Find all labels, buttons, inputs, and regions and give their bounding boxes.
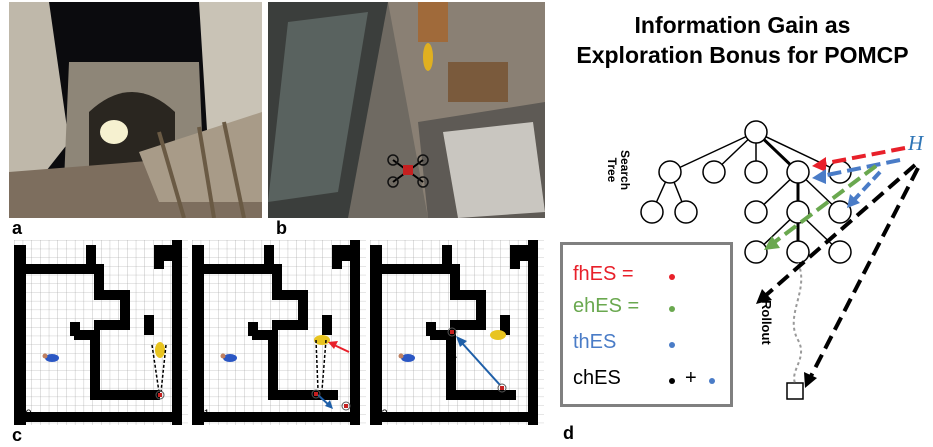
legend-label-chES: chES [573,367,621,389]
person-icon [220,353,237,362]
legend-label-thES: thES [573,331,617,353]
search-tree-label-line2: Tree [605,157,619,183]
rollout-path [792,262,803,384]
grid-world-frames [14,240,544,425]
grid-frame-t0 [14,240,188,425]
rollout-arrow-1 [763,163,917,298]
legend-item-thES: thES [573,331,616,354]
tree-node [786,200,810,224]
grid-frame-t1 [192,240,366,425]
target-person-icon [490,330,506,340]
legend-label-ehES: ehES = [573,295,640,317]
panel-label-c: c [12,425,23,445]
thES-arrow-2 [847,170,882,208]
entropy-label: H [908,131,924,155]
drone-icon [447,327,457,337]
photo-indoor-drone [268,2,545,218]
legend-item-ehES: ehES = [573,295,639,318]
legend-dot-blue [669,342,675,348]
grid-frame-t2 [370,240,544,425]
legend-label-fhES: fhES = [573,263,634,285]
search-tree-diagram [560,100,930,420]
rollout-label: Rollout [759,300,774,345]
legend-item-fhES: fhES = [573,263,634,286]
diagram-title: Information Gain as Exploration Bonus fo… [555,10,930,70]
drone-icon [311,389,321,399]
tree-node [674,200,698,224]
drone-icon [341,401,351,411]
tree-node [744,240,768,264]
ehES-arrow [764,164,878,250]
person-icon [42,353,59,362]
target-person-icon [155,342,165,358]
legend-item-chES: chES [573,367,621,390]
indoor-drone-illustration [268,2,545,218]
search-tree-label-line1: Search [618,150,632,191]
tree-node [828,240,852,264]
legend-dot-green [669,306,675,312]
time-label-t1: t=1 [194,408,210,420]
tree-node [744,200,768,224]
time-label-t2: t=2 [372,408,388,420]
tree-node [744,160,768,184]
drone-icon [155,390,165,400]
person-icon [398,353,415,362]
grid-world-svg [14,240,544,425]
rollout-arrow-2 [808,167,920,379]
legend-plus-operator: + [685,367,697,389]
legend: fhES = ehES = thES chES + [560,242,733,407]
drone-icon [497,383,507,393]
tree-node [786,160,810,184]
tree-node [828,200,852,224]
tree-node [744,120,768,144]
panel-label-b: b [276,218,287,238]
time-label-t0: t=0 [16,408,32,420]
legend-dot-red [669,274,675,280]
collapsed-building-illustration [9,2,262,218]
search-tree-label: Search Tree [605,150,632,220]
title-line-1: Information Gain as [634,12,851,38]
rollout-leaf [786,382,804,400]
tree-node [640,200,664,224]
legend-dot-black [669,378,675,384]
photo-collapsed-building [9,2,262,218]
search-tree-svg [640,120,920,400]
tree-node [702,160,726,184]
title-line-2: Exploration Bonus for POMCP [576,42,909,68]
panel-label-d: d [563,423,574,443]
fhES-arrow [812,146,906,172]
tree-node [658,160,682,184]
drone-icon [387,154,429,188]
panel-label-a: a [12,218,23,238]
tree-node [786,240,810,264]
thES-arrow-1 [812,158,901,184]
legend-dot-blue-2 [709,378,715,384]
